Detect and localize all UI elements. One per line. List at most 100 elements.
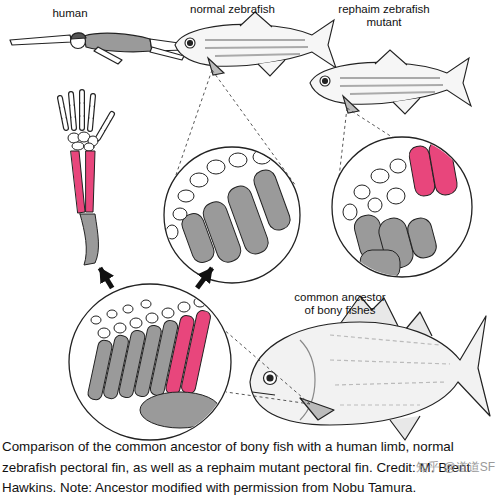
ancestor-fish — [330, 335, 450, 405]
figure-panel: normal zebrafish — [160, 2, 305, 268]
human-arm-bones — [80, 214, 98, 265]
fin-bones-normal — [178, 190, 194, 202]
fin-bones-normal — [253, 150, 271, 164]
fin-bones-ancestor — [114, 323, 126, 333]
panel-label: common ancestor of bony fishes — [290, 291, 390, 317]
fin-bones-normal — [164, 147, 300, 283]
zebrafish-mutant — [310, 58, 471, 106]
zebrafish-mutant — [340, 78, 443, 94]
ancestor-fish — [252, 392, 275, 395]
fin-bones-ancestor — [130, 318, 142, 328]
zebrafish — [185, 38, 195, 48]
fin-bones-normal — [190, 173, 208, 187]
zebrafish — [188, 41, 193, 46]
fin-bones-ancestor — [123, 305, 133, 313]
fin-bones-mutant — [354, 185, 370, 199]
fin-bones-mutant — [332, 137, 472, 280]
zebrafish-mutant — [375, 50, 407, 65]
zebrafish — [258, 60, 285, 76]
figure-label: rephaim zebrafish mutant — [335, 3, 433, 29]
human-arm-bones — [60, 92, 112, 265]
fin-bones-normal — [166, 225, 178, 239]
zebrafish-mutant — [323, 79, 328, 84]
fin-bones-ancestor — [69, 284, 231, 440]
panel-label: rephaim zebrafish mutant — [335, 3, 433, 29]
human-arm-bones — [68, 132, 98, 151]
human-arm-bones — [71, 94, 74, 128]
zebrafish — [208, 58, 224, 75]
zebrafish — [205, 40, 308, 56]
human-arm-bones — [86, 151, 95, 212]
ancestor-fish — [300, 398, 334, 420]
fin-bones-ancestor — [146, 313, 158, 323]
watermark: 知乎 @道道SF — [416, 459, 495, 476]
human-arm-bones — [98, 114, 112, 138]
zebrafish-mutant — [320, 76, 330, 86]
human-arm-bones — [60, 98, 66, 128]
zebrafish-mutant — [393, 98, 420, 114]
fin-bones-mutant — [343, 139, 459, 280]
panel-label: human — [40, 7, 100, 20]
human-arm-bones — [79, 92, 85, 128]
figure-panel: common ancestor of bony fishes — [40, 288, 480, 436]
swimmer — [71, 34, 86, 49]
swimmer — [71, 33, 86, 39]
swimmer — [94, 47, 122, 64]
fin-bones-mutant — [343, 159, 406, 220]
fin-bones-normal — [229, 153, 247, 167]
ancestor-fish — [250, 296, 490, 440]
figure-label: normal zebrafish — [170, 3, 295, 16]
arrow-connector — [100, 268, 112, 288]
human-arm-bones — [80, 92, 84, 128]
fin-bones-ancestor — [141, 300, 151, 308]
swimmer — [10, 33, 186, 64]
fin-bones-mutant — [390, 159, 406, 173]
fin-bones-mutant — [387, 188, 405, 204]
fin-bones-normal — [251, 167, 293, 233]
human-arm-bones — [71, 94, 74, 128]
leader-line — [226, 392, 310, 404]
figure-panel: rephaim zebrafish mutant — [305, 2, 495, 285]
fin-bones-mutant — [371, 169, 389, 183]
fin-bones-ancestor — [69, 284, 231, 440]
ancestor-fish — [267, 375, 273, 381]
human-arm-bones — [60, 98, 66, 128]
panel-label: normal zebrafish — [170, 3, 295, 16]
fin-bones-ancestor — [180, 309, 211, 394]
fin-bones-mutant — [427, 139, 458, 197]
fin-bones-normal — [207, 160, 225, 174]
fin-bones-mutant — [405, 216, 439, 261]
fin-bones-normal — [173, 208, 187, 220]
fin-bones-mutant — [368, 198, 382, 212]
fin-bones-normal — [166, 150, 293, 265]
fin-bones-ancestor — [91, 297, 206, 338]
fin-bones-ancestor — [162, 308, 174, 318]
leader-line — [222, 328, 310, 404]
ancestor-fish — [250, 316, 490, 425]
human-arm-bones — [90, 96, 93, 129]
human-arm-bones — [71, 151, 85, 213]
fin-bones-ancestor — [107, 310, 117, 318]
fin-bones-ancestor — [91, 316, 101, 324]
fin-bones-ancestor — [140, 392, 220, 428]
figure-label: common ancestor of bony fishes — [290, 291, 390, 317]
ancestor-fish — [264, 372, 277, 385]
fin-bones-normal — [164, 147, 300, 283]
swimmer — [84, 33, 152, 52]
figure-label: human — [40, 7, 100, 20]
zebrafish — [175, 12, 336, 76]
human-arm-bones — [98, 114, 112, 138]
zebrafish-mutant — [310, 50, 471, 114]
swimmer — [10, 35, 72, 45]
human-arm-bones — [84, 143, 94, 151]
fin-bones-mutant — [332, 137, 472, 277]
zebrafish — [175, 20, 336, 68]
fin-bones-mutant — [343, 204, 357, 220]
human-arm-bones — [72, 142, 84, 150]
fin-bones-ancestor — [87, 297, 220, 428]
fin-bones-ancestor — [194, 297, 206, 307]
fin-bones-mutant — [360, 250, 400, 280]
